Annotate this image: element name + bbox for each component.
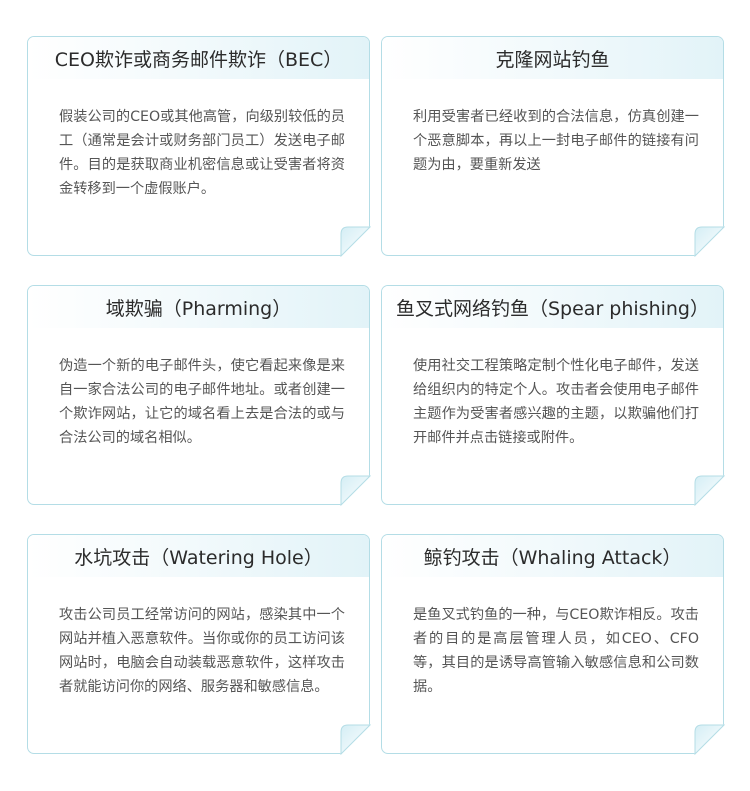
card-title: 鱼叉式网络钓鱼（Spear phishing） [382,286,723,328]
folded-corner-icon [340,475,371,506]
card-description: 假装公司的CEO或其他高管，向级别较低的员工（通常是会计或财务部门员工）发送电子… [59,109,345,197]
card-description: 是鱼叉式钓鱼的一种，与CEO欺诈相反。攻击者的目的是高层管理人员，如CEO、CF… [413,607,699,695]
card-ceo-fraud-bec: CEO欺诈或商务邮件欺诈（BEC） 假装公司的CEO或其他高管，向级别较低的员工… [27,36,370,256]
folded-corner-icon [694,724,725,755]
card-title: 域欺骗（Pharming） [28,286,369,328]
card-clone-phishing: 克隆网站钓鱼 利用受害者已经收到的合法信息，仿真创建一个恶意脚本，再以上一封电子… [381,36,724,256]
card-whaling-attack: 鲸钓攻击（Whaling Attack） 是鱼叉式钓鱼的一种，与CEO欺诈相反。… [381,534,724,754]
card-title: 水坑攻击（Watering Hole） [28,535,369,577]
card-pharming: 域欺骗（Pharming） 伪造一个新的电子邮件头，使它看起来像是来自一家合法公… [27,285,370,505]
card-description: 使用社交工程策略定制个性化电子邮件，发送给组织内的特定个人。攻击者会使用电子邮件… [413,358,699,446]
card-title: 克隆网站钓鱼 [382,37,723,79]
card-title: 鲸钓攻击（Whaling Attack） [382,535,723,577]
folded-corner-icon [694,226,725,257]
card-description: 利用受害者已经收到的合法信息，仿真创建一个恶意脚本，再以上一封电子邮件的链接有问… [413,109,699,173]
folded-corner-icon [340,226,371,257]
folded-corner-icon [694,475,725,506]
folded-corner-icon [340,724,371,755]
card-watering-hole: 水坑攻击（Watering Hole） 攻击公司员工经常访问的网站，感染其中一个… [27,534,370,754]
card-spear-phishing: 鱼叉式网络钓鱼（Spear phishing） 使用社交工程策略定制个性化电子邮… [381,285,724,505]
card-description: 伪造一个新的电子邮件头，使它看起来像是来自一家合法公司的电子邮件地址。或者创建一… [59,358,345,446]
card-title: CEO欺诈或商务邮件欺诈（BEC） [28,37,369,79]
card-description: 攻击公司员工经常访问的网站，感染其中一个网站并植入恶意软件。当你或你的员工访问该… [59,607,345,695]
